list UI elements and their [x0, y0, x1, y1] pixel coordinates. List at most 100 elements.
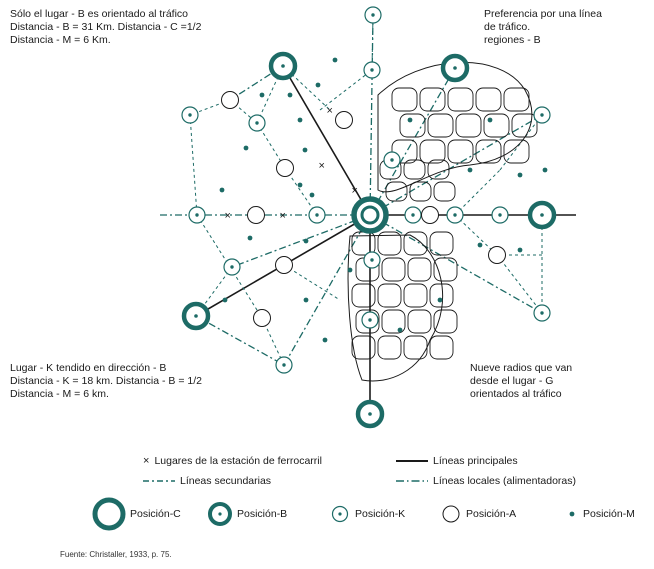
position-m-node — [297, 182, 303, 188]
bottom-left-line-1: Lugar - K tendido en dirección - B — [10, 362, 167, 374]
position-k-center — [498, 213, 502, 217]
legend-pos-c: Posición-C — [92, 497, 181, 531]
position-m-node — [487, 117, 493, 123]
position-m-node — [287, 92, 293, 98]
position-k-center — [368, 318, 372, 322]
position-b-icon — [208, 502, 232, 526]
position-m-node — [303, 297, 309, 303]
position-b-center — [194, 314, 198, 318]
position-k-center — [315, 213, 319, 217]
cell-lower — [381, 257, 406, 282]
position-b-center — [453, 66, 457, 70]
position-m-node — [259, 92, 265, 98]
local-line — [189, 114, 198, 216]
position-k-center — [230, 265, 234, 269]
position-k-center — [371, 13, 375, 17]
position-k-center — [255, 121, 259, 125]
secondary-line — [369, 114, 543, 216]
position-c-icon — [92, 497, 126, 531]
cell-upper-right — [503, 139, 530, 164]
position-b-center — [281, 64, 285, 68]
place-nodes: ××××× — [181, 6, 557, 429]
cell-lower — [433, 309, 458, 334]
top-left-line-2: Distancia - B = 31 Km. Distancia - C =1/… — [10, 21, 202, 33]
cell-upper-right — [475, 87, 502, 112]
top-right-line-1: Preferencia por una línea — [484, 8, 602, 20]
local-line — [229, 266, 263, 319]
position-a-node — [221, 91, 239, 109]
cell-lower — [403, 231, 428, 256]
position-m-node — [517, 247, 523, 253]
secondary-line — [369, 214, 543, 314]
position-k-center — [540, 311, 544, 315]
local-line — [283, 264, 341, 301]
cell-upper-mid — [409, 181, 432, 202]
position-a-node — [488, 246, 506, 264]
position-a-node — [335, 111, 353, 129]
position-m-node — [297, 117, 303, 123]
bottom-right-line-3: orientados al tráfico — [470, 388, 562, 400]
cell-lower — [433, 257, 458, 282]
cell-lower — [407, 257, 432, 282]
cell-lower — [403, 283, 428, 308]
position-k-center — [411, 213, 415, 217]
local-line — [282, 65, 331, 111]
cell-upper-mid — [433, 181, 456, 202]
legend-pos-m-label: Posición-M — [583, 508, 635, 520]
station-cross-icon: × — [352, 185, 358, 197]
legend-station: × Lugares de la estación de ferrocarril — [143, 455, 322, 467]
station-cross-icon: × — [143, 455, 150, 467]
local-line — [454, 214, 498, 256]
position-m-node — [542, 167, 548, 173]
cell-lower — [429, 283, 454, 308]
local-line — [496, 254, 543, 314]
position-a-node — [247, 206, 265, 224]
cell-lower — [377, 231, 402, 256]
position-k-icon — [331, 505, 349, 523]
cell-lower — [355, 309, 380, 334]
cell-lower — [351, 335, 376, 360]
secondary-line — [283, 214, 371, 366]
position-m-node — [517, 172, 523, 178]
bottom-left-line-3: Distancia - M = 6 km. — [10, 388, 109, 400]
position-m-icon — [569, 511, 575, 517]
secondary-line — [195, 315, 285, 366]
station-cross-icon: × — [225, 210, 231, 222]
top-left-line-3: Distancia - M = 6 Km. — [10, 34, 111, 46]
main-line — [282, 65, 371, 216]
cell-upper-right — [447, 87, 474, 112]
cell-upper-right — [399, 113, 426, 138]
position-m-node — [397, 327, 403, 333]
position-m-node — [222, 297, 228, 303]
local-line — [196, 214, 231, 268]
cell-upper-right — [391, 87, 418, 112]
position-k-center — [370, 68, 374, 72]
position-k-center — [370, 258, 374, 262]
position-b-center — [368, 412, 372, 416]
position-k-center — [195, 213, 199, 217]
local-line — [319, 69, 373, 111]
cell-upper-right — [511, 113, 538, 138]
cell-upper-right — [447, 139, 474, 164]
legend-local-lines: Líneas locales (alimentadoras) — [396, 475, 576, 487]
legend-secondary-lines: Líneas secundarias — [143, 475, 271, 487]
cell-upper-right — [419, 87, 446, 112]
legend-pos-c-label: Posición-C — [130, 508, 181, 520]
position-a-node — [253, 309, 271, 327]
position-k-center — [282, 363, 286, 367]
top-right-caption: Preferencia por una línea de tráfico. re… — [484, 8, 602, 47]
legend-secondary-lines-label: Líneas secundarias — [180, 475, 272, 487]
cell-lower — [403, 335, 428, 360]
legend-pos-a: Posición-A — [440, 503, 516, 525]
source-citation: Fuente: Christaller, 1933, p. 75. — [60, 550, 172, 559]
position-k-center — [188, 113, 192, 117]
position-k-center — [390, 158, 394, 162]
position-b-center — [540, 213, 544, 217]
position-c-node — [351, 196, 389, 234]
local-line — [256, 65, 284, 124]
cell-outline-lower — [347, 234, 444, 382]
legend-pos-k-label: Posición-K — [355, 508, 406, 520]
legend-pos-a-label: Posición-A — [466, 508, 517, 520]
cell-lower — [381, 309, 406, 334]
